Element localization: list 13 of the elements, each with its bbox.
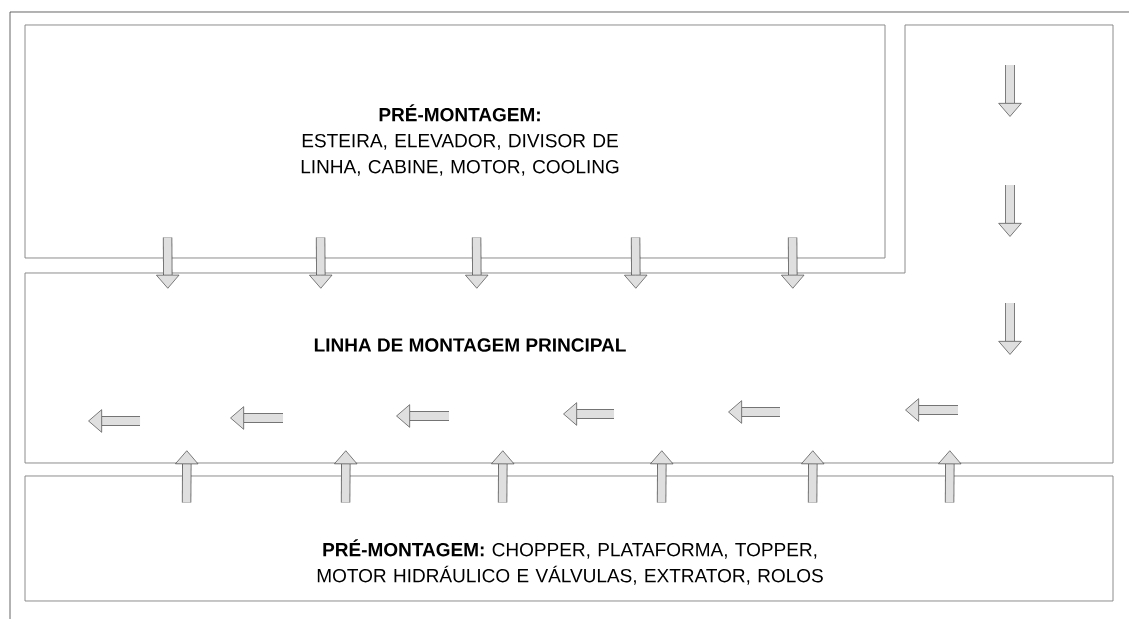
block-arrow <box>465 237 489 289</box>
block-arrow <box>624 237 648 289</box>
block-arrow <box>156 237 180 289</box>
process-box: PRÉ-MONTAGEM: CHOPPER, PLATAFORMA, TOPPER, MOTOR HIDRÁULICO E VÁLVULAS, EXTRATOR, ROLOS <box>24 475 1114 602</box>
block-arrow <box>938 450 962 503</box>
block-arrow <box>650 450 674 503</box>
block-arrow <box>309 237 333 289</box>
block-arrow <box>491 450 515 503</box>
block-arrow <box>801 450 825 503</box>
block-arrow <box>175 450 199 503</box>
block-arrow <box>781 237 805 289</box>
process-box: PRÉ-MONTAGEM: ESTEIRA, ELEVADOR, DIVISOR DE LINHA, CABINE, MOTOR, COOLING <box>24 24 886 259</box>
block-arrow <box>334 450 358 503</box>
